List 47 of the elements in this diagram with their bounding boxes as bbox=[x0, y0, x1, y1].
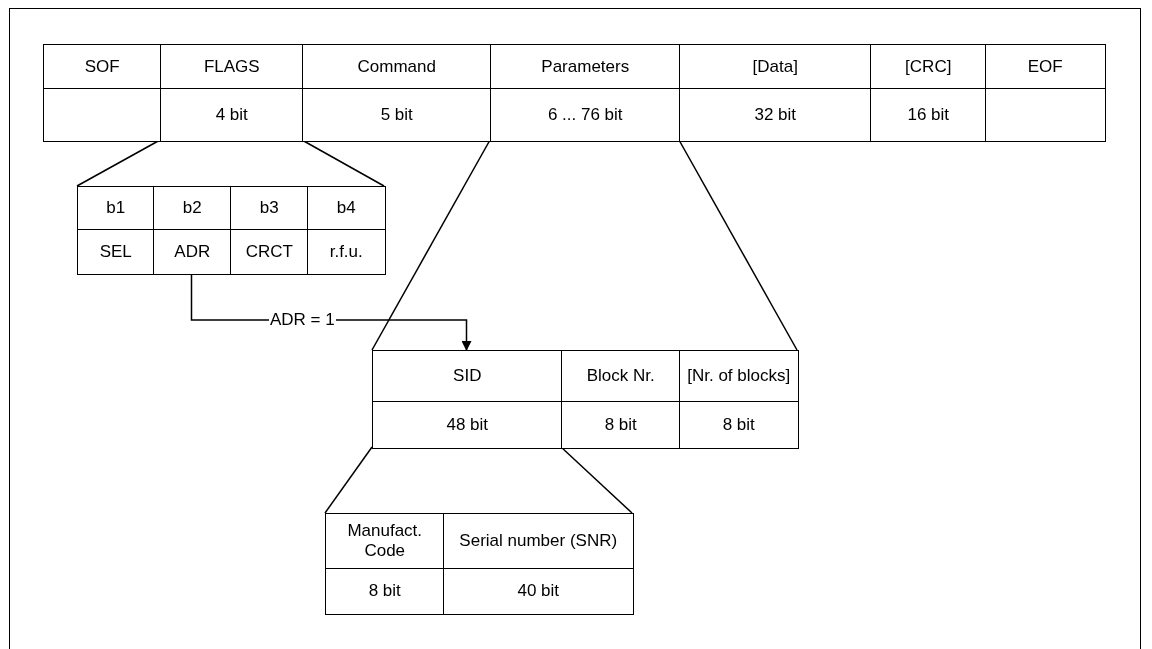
field-column bbox=[77, 186, 155, 275]
bit-length: 40 bit bbox=[517, 581, 560, 602]
field-name: [CRC] bbox=[905, 56, 952, 77]
field-column bbox=[160, 44, 304, 142]
bit-length: 16 bit bbox=[907, 104, 950, 125]
field-column bbox=[870, 44, 987, 142]
bit-length: 4 bit bbox=[215, 104, 248, 125]
field-name: b3 bbox=[259, 198, 279, 218]
field-column bbox=[679, 350, 799, 449]
bit-length: 48 bit bbox=[446, 414, 489, 435]
field-column bbox=[302, 44, 492, 142]
field-name: Serial number (SNR) bbox=[459, 531, 618, 551]
field-name: b4 bbox=[336, 198, 356, 218]
field-name: Manufact. Code bbox=[346, 521, 424, 561]
bit-length: 8 bit bbox=[722, 414, 755, 435]
field-name: SID bbox=[453, 366, 482, 386]
field-name: Block Nr. bbox=[586, 366, 655, 386]
field-column bbox=[490, 44, 681, 142]
bit-length: 6 ... 76 bit bbox=[547, 104, 623, 125]
bit-length: 8 bit bbox=[368, 581, 401, 602]
field-name: [Data] bbox=[752, 56, 798, 77]
field-name: b1 bbox=[106, 198, 126, 218]
field-name: Command bbox=[357, 56, 436, 77]
field-column bbox=[372, 350, 563, 449]
field-name: EOF bbox=[1027, 56, 1063, 77]
field-column bbox=[230, 186, 309, 275]
bit-length: 32 bit bbox=[754, 104, 797, 125]
expansion-line bbox=[324, 446, 373, 514]
field-name: b2 bbox=[182, 198, 202, 218]
bit-length: 5 bit bbox=[380, 104, 413, 125]
field-column bbox=[325, 513, 445, 615]
field-column bbox=[307, 186, 386, 275]
bit-length: SEL bbox=[99, 241, 132, 262]
field-name: Parameters bbox=[541, 56, 630, 77]
field-column bbox=[679, 44, 872, 142]
bit-length: 8 bit bbox=[604, 414, 637, 435]
field-column bbox=[985, 44, 1106, 142]
field-column bbox=[153, 186, 232, 275]
field-name: FLAGS bbox=[203, 56, 260, 77]
bit-length: r.f.u. bbox=[329, 241, 363, 262]
field-name: [Nr. of blocks] bbox=[687, 366, 791, 386]
bit-length: ADR bbox=[174, 241, 211, 262]
field-column bbox=[561, 350, 681, 449]
field-column bbox=[43, 44, 162, 142]
field-column bbox=[443, 513, 634, 615]
bit-length: CRCT bbox=[245, 241, 293, 262]
field-name: SOF bbox=[84, 56, 120, 77]
